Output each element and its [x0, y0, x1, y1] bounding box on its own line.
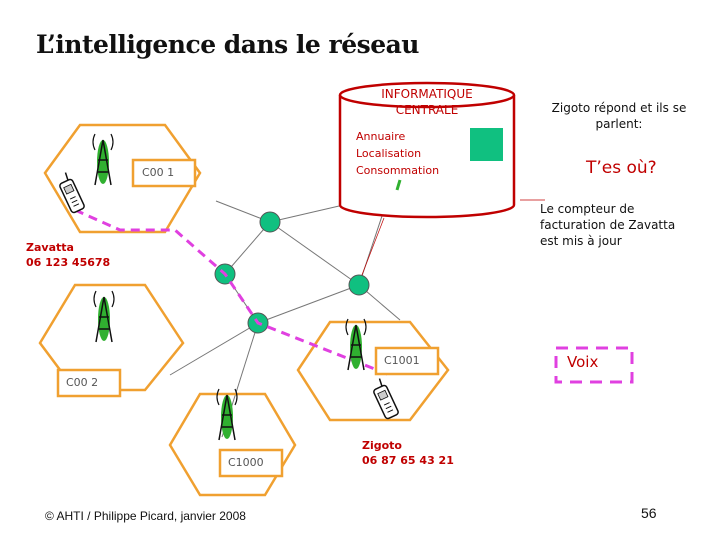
link — [269, 221, 360, 286]
switch-label-c1000: C1000 — [228, 456, 264, 469]
central-title-line2: CENTRALE — [395, 103, 459, 117]
zavatta-name: Zavatta — [26, 241, 74, 254]
switch-boxes — [56, 158, 440, 478]
zigoto-label: Zigoto 06 87 65 43 21 — [362, 438, 454, 468]
switch-label-coo1: C00 1 — [142, 166, 175, 179]
zavatta-label: Zavatta 06 123 45678 — [26, 240, 110, 270]
central-title-line1: INFORMATIQUE — [381, 87, 473, 101]
database-status-square — [470, 128, 503, 161]
switch-box-coo1 — [131, 158, 197, 188]
central-title: INFORMATIQUE CENTRALE — [340, 86, 514, 118]
zigoto-reply-note: Zigoto répond et ils se parlent: — [551, 101, 687, 131]
cell-zavatta — [43, 123, 202, 234]
link — [257, 284, 360, 324]
central-function-annuaire: Annuaire — [356, 130, 406, 143]
network-node — [259, 211, 281, 233]
base-station-antennas — [92, 133, 367, 441]
signal-path — [74, 208, 391, 377]
zigoto-name: Zigoto — [362, 439, 402, 452]
slide-title: L’intelligence dans le réseau — [36, 30, 419, 59]
mobile-phones — [59, 172, 399, 420]
footer-copyright: © AHTI / Philippe Picard, janvier 2008 — [45, 509, 246, 523]
link — [224, 221, 271, 275]
tes-ou-text: T’es où? — [586, 158, 657, 178]
zigoto-number: 06 87 65 43 21 — [362, 454, 454, 467]
network-node — [348, 274, 370, 296]
antenna-icon — [345, 318, 367, 371]
network-nodes — [214, 211, 370, 334]
page-number: 56 — [641, 505, 657, 521]
voix-box — [554, 346, 634, 384]
network-links — [169, 199, 401, 438]
billing-note: Le compteur de facturation de Zavatta es… — [540, 202, 676, 248]
zavatta-number: 06 123 45678 — [26, 256, 111, 269]
link — [169, 322, 259, 376]
mobile-phone-icon — [59, 172, 85, 214]
switch-label-c1001: C1001 — [384, 354, 420, 367]
cell-zigoto — [296, 320, 450, 422]
mobile-phone-icon — [373, 378, 399, 420]
central-database — [338, 81, 516, 219]
switch-box-c1000 — [218, 448, 284, 478]
voix-label: Voix — [567, 353, 599, 371]
cell-c1000 — [168, 392, 297, 497]
antenna-icon — [93, 290, 115, 343]
antenna-icon — [92, 133, 114, 186]
central-function-localisation: Localisation — [356, 147, 422, 160]
switch-box-coo2 — [56, 368, 122, 398]
switch-label-coo2: C00 2 — [66, 376, 99, 389]
central-function-consommation: Consommation — [356, 164, 440, 177]
cell-middle — [38, 283, 185, 392]
radio-cells — [38, 123, 450, 497]
switch-box-c1001 — [374, 346, 440, 376]
antenna-icon — [216, 388, 238, 441]
